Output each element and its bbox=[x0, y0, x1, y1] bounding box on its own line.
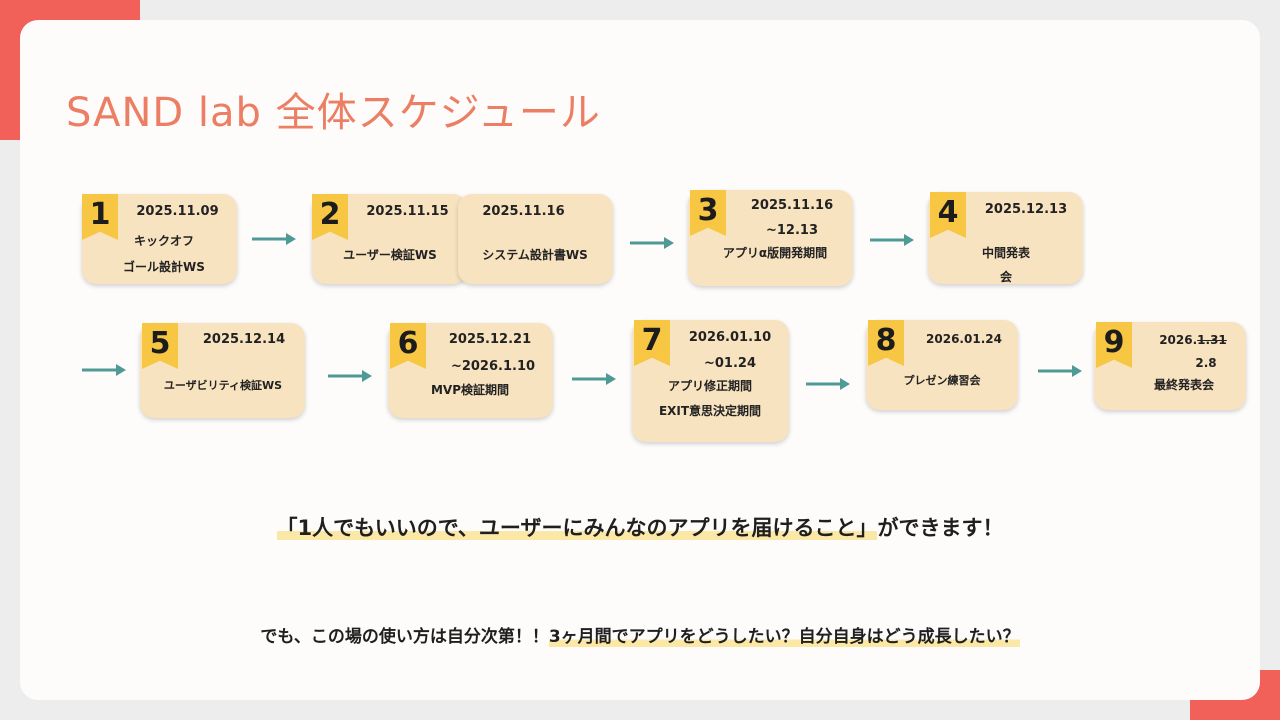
step-7-badge: 7 bbox=[634, 320, 670, 366]
step-3-date-range: ~12.13 bbox=[765, 223, 818, 238]
step-6-line-1: MVP検証期間 bbox=[430, 383, 510, 397]
step-6-badge: 6 bbox=[390, 323, 426, 369]
bottom-message: でも、この場の使い方は自分次第！！3ヶ月間でアプリをどうしたい？自分自身はどう成… bbox=[0, 622, 1280, 647]
step-4-badge: 4 bbox=[930, 192, 966, 238]
step-8-date: 2026.01.24 bbox=[926, 332, 1002, 346]
step-4-date: 2025.12.13 bbox=[984, 202, 1068, 217]
step-8-line-1: プレゼン練習会 bbox=[903, 374, 981, 387]
step-9-date-prefix: 2026. bbox=[1159, 333, 1198, 347]
step-7-date-range: ~01.24 bbox=[703, 356, 756, 371]
step-9-date: 2026.1.31 bbox=[1148, 331, 1238, 349]
arrow-right-icon bbox=[870, 234, 914, 246]
step-2-line-1: ユーザー検証WS bbox=[343, 248, 437, 262]
arrow-right-icon bbox=[572, 373, 616, 385]
step-1-badge: 1 bbox=[82, 194, 118, 240]
step-7-date: 2026.01.10 bbox=[688, 330, 772, 345]
arrow-right-icon bbox=[630, 237, 674, 249]
step-2-date-b: 2025.11.16 bbox=[482, 204, 565, 219]
step-7-line-1: アプリ修正期間 bbox=[667, 379, 752, 393]
step-2-box-b bbox=[458, 194, 613, 284]
step-6-date-range: ~2026.1.10 bbox=[450, 359, 536, 374]
step-2-badge: 2 bbox=[312, 194, 348, 240]
step-5-date: 2025.12.14 bbox=[202, 332, 286, 347]
step-9-date-struck: 1.31 bbox=[1197, 333, 1227, 347]
goal-quote-highlight: 「1人でもいいので、ユーザーにみんなのアプリを届けること」 bbox=[276, 516, 878, 540]
step-6-date: 2025.12.21 bbox=[448, 332, 532, 347]
arrow-right-icon bbox=[82, 364, 126, 376]
goal-quote: 「1人でもいいので、ユーザーにみんなのアプリを届けること」ができます！ bbox=[0, 512, 1280, 542]
slide-title: SAND lab 全体スケジュール bbox=[66, 90, 601, 136]
step-7-line-2: EXIT意思決定期間 bbox=[658, 404, 762, 418]
step-3-date: 2025.11.16 bbox=[750, 198, 834, 213]
step-9-date-new: 2.8 bbox=[1195, 356, 1217, 370]
arrow-right-icon bbox=[328, 370, 372, 382]
step-5-badge: 5 bbox=[142, 323, 178, 369]
step-5-line-1: ユーザビリティ検証WS bbox=[163, 379, 283, 392]
step-9-badge: 9 bbox=[1096, 322, 1132, 368]
step-2-line-b: システム設計書WS bbox=[482, 248, 588, 262]
step-2-date: 2025.11.15 bbox=[366, 204, 449, 219]
step-3-line-1: アプリα版開発期間 bbox=[722, 246, 828, 260]
step-1-line-1: キックオフ bbox=[133, 234, 194, 248]
step-9-line-1: 最終発表会 bbox=[1153, 378, 1214, 392]
step-4-line-1: 中間発表 bbox=[981, 246, 1030, 260]
step-4-line-2: 会 bbox=[999, 270, 1012, 284]
goal-quote-rest: ができます！ bbox=[877, 516, 1004, 540]
bottom-message-plain: でも、この場の使い方は自分次第！！ bbox=[260, 627, 549, 647]
step-1-date: 2025.11.09 bbox=[136, 204, 219, 219]
arrow-right-icon bbox=[1038, 365, 1082, 377]
step-8-badge: 8 bbox=[868, 320, 904, 366]
step-1-line-2: ゴール設計WS bbox=[123, 260, 205, 274]
step-3-badge: 3 bbox=[690, 190, 726, 236]
bottom-message-highlight: 3ヶ月間でアプリをどうしたい？自分自身はどう成長したい？ bbox=[548, 627, 1020, 647]
arrow-right-icon bbox=[806, 378, 850, 390]
arrow-right-icon bbox=[252, 233, 296, 245]
